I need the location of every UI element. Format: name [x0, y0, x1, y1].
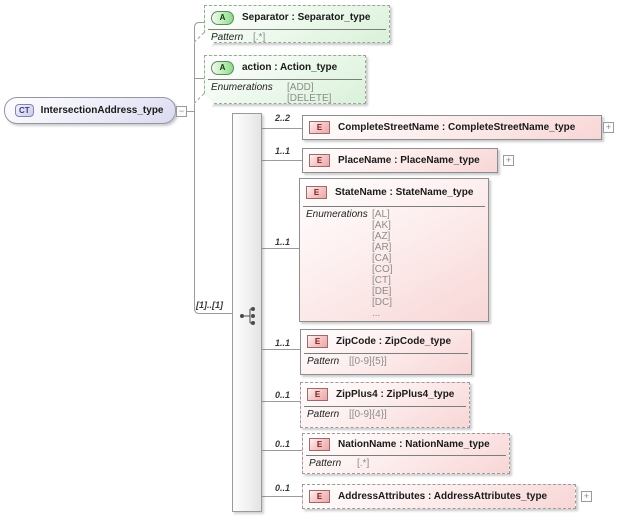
cardinality-label: 2..2 — [274, 113, 290, 123]
element-label: ZipCode : ZipCode_type — [336, 336, 451, 347]
element-node-addressattributes[interactable]: E AddressAttributes : AddressAttributes_… — [302, 484, 576, 509]
element-title-row: E CompleteStreetName : CompleteStreetNam… — [303, 116, 601, 139]
element-badge-icon: E — [306, 186, 327, 199]
cardinality-label: 0..1 — [274, 390, 290, 400]
attribute-title-row: A action : Action_type — [205, 56, 365, 79]
element-node-completestreetname[interactable]: E CompleteStreetName : CompleteStreetNam… — [302, 115, 602, 140]
facet-values: [AL] [AK] [AZ] [AR] [CA] [CO] [CT] [DE] … — [372, 209, 393, 319]
element-label: StateName : StateName_type — [335, 187, 474, 198]
attribute-label: Separator : Separator_type — [242, 12, 371, 23]
facet-label: Pattern — [211, 32, 244, 43]
element-badge-icon: E — [309, 121, 330, 134]
sequence-icon — [240, 307, 255, 325]
element-label: ZipPlus4 : ZipPlus4_type — [336, 389, 455, 400]
element-label: CompleteStreetName : CompleteStreetName_… — [338, 122, 576, 133]
facet-row: Pattern [.*] — [306, 455, 506, 472]
element-node-zipcode[interactable]: E ZipCode : ZipCode_type Pattern [[0-9]{… — [300, 329, 472, 375]
facet-values: [[0-9]{4}] — [349, 409, 387, 420]
element-title-row: E ZipPlus4 : ZipPlus4_type — [301, 383, 469, 406]
attribute-node-action[interactable]: A action : Action_type Enumerations [ADD… — [193, 55, 366, 114]
element-label: PlaceName : PlaceName_type — [338, 155, 480, 166]
cardinality-label: 1..1 — [274, 338, 290, 348]
element-badge-icon: E — [307, 388, 328, 401]
attribute-node-separator[interactable]: A Separator : Separator_type Pattern [.*… — [193, 5, 390, 53]
attribute-badge-icon: A — [211, 10, 234, 25]
sequence-occurs-label: [1]..[1] — [196, 300, 223, 310]
facet-label: Pattern — [307, 409, 340, 420]
element-badge-icon: E — [309, 490, 330, 503]
attribute-label: action : Action_type — [242, 62, 338, 73]
complex-type-badge-icon: CT — [15, 104, 34, 117]
facet-label: Pattern — [309, 458, 342, 469]
element-title-row: E NationName : NationName_type — [303, 434, 509, 455]
facet-values: [.*] — [253, 32, 266, 43]
element-node-statename[interactable]: E StateName : StateName_type Enumeration… — [299, 178, 489, 322]
facet-row: Pattern [[0-9]{4}] — [304, 406, 466, 423]
element-label: NationName : NationName_type — [338, 439, 490, 450]
element-title-row: E PlaceName : PlaceName_type — [303, 149, 497, 172]
element-node-zipplus4[interactable]: E ZipPlus4 : ZipPlus4_type Pattern [[0-9… — [300, 382, 470, 428]
collapse-toggle-icon[interactable]: − — [176, 106, 187, 117]
facet-row: Enumerations [ADD] [DELETE] — [208, 79, 362, 107]
facet-row: Enumerations [AL] [AK] [AZ] [AR] [CA] [C… — [303, 206, 485, 322]
element-badge-icon: E — [309, 438, 330, 451]
facet-row: Pattern [[0-9]{5}] — [304, 353, 468, 370]
element-title-row: E ZipCode : ZipCode_type — [301, 330, 471, 353]
sequence-compositor[interactable] — [232, 113, 262, 512]
facet-values: [.*] — [357, 458, 370, 469]
expand-toggle-icon[interactable]: + — [581, 491, 592, 502]
complex-type-name: IntersectionAddress_type — [40, 105, 164, 116]
element-label: AddressAttributes : AddressAttributes_ty… — [338, 491, 548, 502]
element-node-placename[interactable]: E PlaceName : PlaceName_type — [302, 148, 498, 173]
facet-label: Enumerations — [211, 82, 273, 93]
expand-toggle-icon[interactable]: + — [503, 155, 514, 166]
element-title-row: E AddressAttributes : AddressAttributes_… — [303, 485, 575, 508]
cardinality-label: 1..1 — [274, 237, 290, 247]
cardinality-label: 1..1 — [274, 146, 290, 156]
facet-values: [ADD] [DELETE] — [287, 82, 332, 104]
element-title-row: E StateName : StateName_type — [300, 179, 488, 206]
attribute-badge-icon: A — [211, 60, 234, 75]
element-badge-icon: E — [307, 335, 328, 348]
cardinality-label: 0..1 — [274, 483, 290, 493]
complex-type-node[interactable]: CT IntersectionAddress_type — [4, 97, 176, 124]
cardinality-label: 0..1 — [274, 439, 290, 449]
facet-row: Pattern [.*] — [208, 29, 386, 46]
element-node-nationname[interactable]: E NationName : NationName_type Pattern [… — [302, 433, 510, 474]
facet-values: [[0-9]{5}] — [349, 356, 387, 367]
attribute-title-row: A Separator : Separator_type — [205, 6, 389, 29]
element-badge-icon: E — [309, 154, 330, 167]
expand-toggle-icon[interactable]: + — [603, 122, 614, 133]
facet-label: Enumerations — [306, 209, 368, 220]
facet-label: Pattern — [307, 356, 340, 367]
